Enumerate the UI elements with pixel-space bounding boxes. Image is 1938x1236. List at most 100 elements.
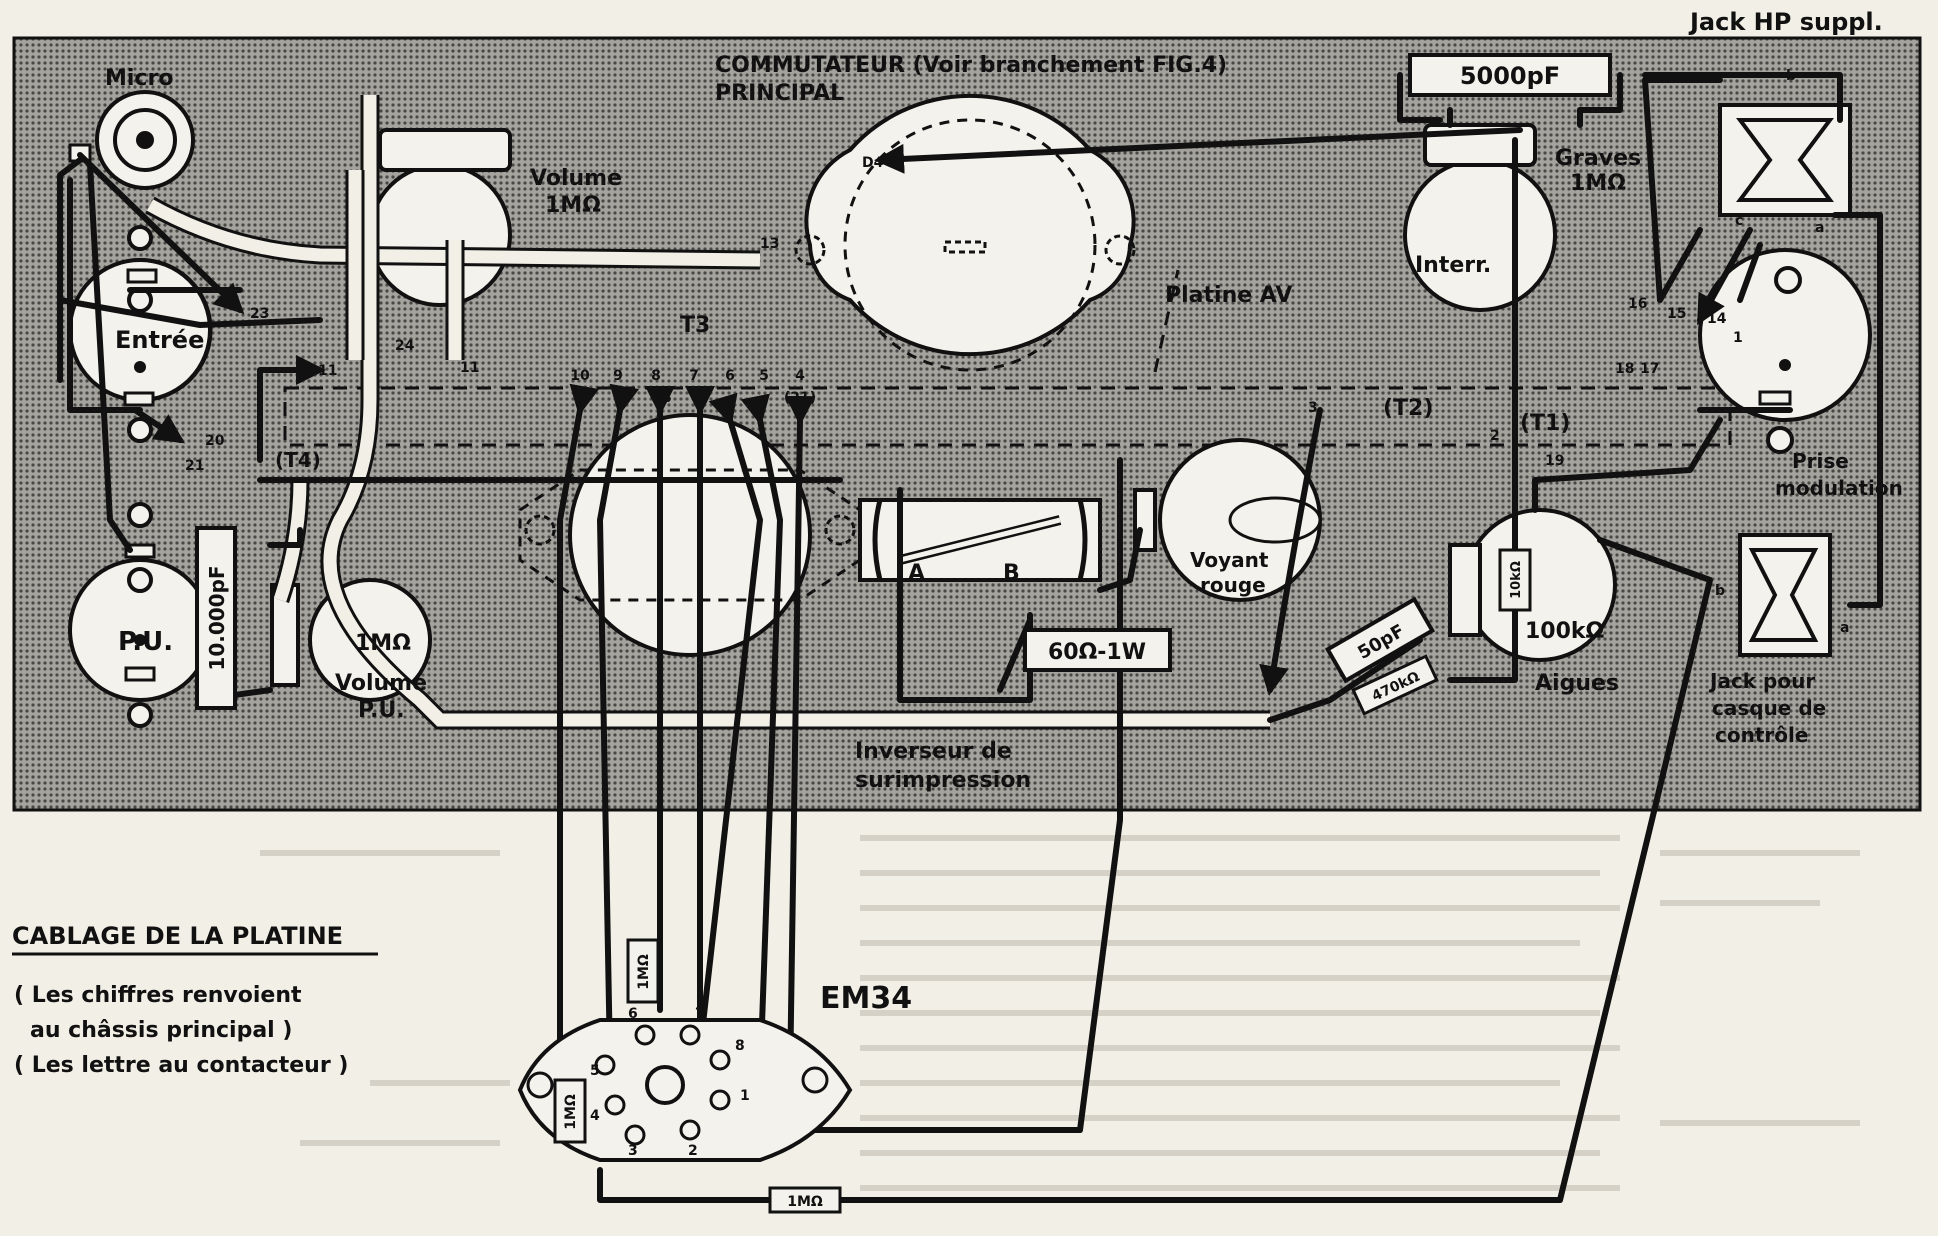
middle-terminals: 24 11 13 D4 <box>395 155 884 376</box>
cap-5000-label: 5000pF <box>1460 62 1560 90</box>
terminal-letter: b <box>1786 68 1796 84</box>
terminal-number: 18 <box>652 390 671 406</box>
graves-label-2: 1MΩ <box>1570 171 1626 196</box>
inverseur-label-2: surimpression <box>855 768 1031 793</box>
pin-number: 6 <box>628 1006 638 1022</box>
entree-label: Entrée <box>115 326 204 354</box>
res-10k-label: 10kΩ <box>1509 561 1524 599</box>
em34-resistor-top: 1MΩ <box>626 938 660 1004</box>
voyant-label-1: Voyant <box>1190 548 1269 572</box>
shielded-cables <box>145 95 1270 730</box>
pin-number: 2 <box>688 1143 698 1159</box>
commutateur-label-2: PRINCIPAL <box>715 81 844 106</box>
pu-label: P.U. <box>118 627 173 657</box>
interr-label: Interr. <box>1415 253 1491 278</box>
platine-av-label: Platine AV <box>1165 283 1292 308</box>
pin-number: 3 <box>628 1143 638 1159</box>
terminal-number: (21) <box>784 390 816 406</box>
t3-label: T3 <box>680 313 710 338</box>
pin-number: 4 <box>590 1108 600 1124</box>
t1-label: (T1) <box>1520 411 1570 436</box>
terminal-number: 15 <box>1667 306 1686 322</box>
terminal-number: 5 <box>759 368 769 384</box>
terminal-number: 17 <box>1640 361 1659 377</box>
terminal-number: 23 <box>250 306 269 322</box>
terminal-number: 20 <box>205 433 225 449</box>
pin-number: 1 <box>740 1088 750 1104</box>
terminal-number: 21 <box>185 458 204 474</box>
vol-pu-label-1: Volume <box>335 671 427 696</box>
graves-potentiometer <box>1403 123 1557 312</box>
volume-label-1: Volume <box>530 166 622 191</box>
entree-socket <box>68 225 213 443</box>
terminal-number: 11 <box>318 363 337 379</box>
terminal-number: 9 <box>613 368 623 384</box>
terminal-number: 1 <box>1733 330 1743 346</box>
pin-number: 8 <box>735 1038 745 1054</box>
res-1m-top-label: 1MΩ <box>636 954 652 990</box>
terminal-number: 8 <box>651 368 661 384</box>
terminal-letter: c <box>1735 213 1743 229</box>
em34-resistor-left: 1MΩ <box>553 1078 587 1144</box>
note-line-2: au châssis principal ) <box>30 1018 292 1043</box>
terminal-number: 18 <box>1615 361 1634 377</box>
jack-casque-label-3: contrôle <box>1715 723 1808 747</box>
terminal-number: 19 <box>1545 453 1564 469</box>
right-terminals: b c a 16 15 14 1 17 18 19 2 3 b a <box>1308 68 1849 636</box>
pin-number: 5 <box>590 1063 600 1079</box>
cap-10000-label: 10.000pF <box>205 565 229 670</box>
terminal-number: 13 <box>760 236 779 252</box>
jack-casque-label-2: casque de <box>1712 696 1826 720</box>
jack-hp-suppl <box>1718 103 1852 217</box>
aigues-value-label: 100kΩ <box>1525 619 1605 644</box>
em34-resistor-bottom: 1MΩ <box>768 1186 842 1214</box>
terminal-number: 16 <box>1628 296 1647 312</box>
commutateur-label-1: COMMUTATEUR (Voir branchement FIG.4) <box>715 53 1227 78</box>
t2-label: (T2) <box>1383 396 1433 421</box>
volume-potentiometer <box>368 128 512 307</box>
prise-label-2: modulation <box>1775 476 1903 500</box>
capacitor-5000pf: 5000pF <box>1397 53 1623 123</box>
inverseur-label-1: Inverseur de <box>855 739 1012 764</box>
aigues-potentiometer <box>1448 508 1617 662</box>
contact-b-label: B <box>1003 561 1020 586</box>
pin-number: 7 <box>695 1006 705 1022</box>
t3-terminal-strip: 10 9 8 7 6 5 4 18 (21) <box>570 368 816 406</box>
jack-hp-label: Jack HP suppl. <box>1688 8 1883 36</box>
platine-av-outline <box>283 386 1732 447</box>
capacitor-10000pf: 10.000pF <box>195 526 237 710</box>
terminal-number: 4 <box>795 368 805 384</box>
em34-label: EM34 <box>820 981 912 1016</box>
terminal-number: 11 <box>460 360 479 376</box>
em34-socket: EM34 <box>517 981 912 1162</box>
terminal-letter: b <box>1715 583 1725 599</box>
terminal-letter: a <box>1840 620 1849 636</box>
terminal-number: 10 <box>570 368 590 384</box>
voyant-label-2: rouge <box>1200 573 1266 597</box>
vol-pu-value-label: 1MΩ <box>355 631 411 656</box>
aigues-label: Aigues <box>1535 671 1619 696</box>
jack-casque-label-1: Jack pour <box>1708 669 1815 693</box>
background-page-text <box>260 835 1860 1191</box>
terminal-number: 14 <box>1707 311 1727 327</box>
platine-av-pointer <box>1153 269 1180 373</box>
resistor-470k: 470kΩ <box>1351 654 1439 716</box>
res-1m-left-label: 1MΩ <box>563 1094 579 1130</box>
left-terminals: 11 23 20 21 <box>185 306 337 474</box>
contact-a-label: A <box>908 561 925 586</box>
graves-label-1: Graves <box>1555 146 1641 171</box>
resistor-10k: 10kΩ <box>1498 548 1532 612</box>
volume-label-2: 1MΩ <box>545 193 601 218</box>
resistor-60ohm: 60Ω-1W <box>1023 628 1172 672</box>
terminal-number: 7 <box>689 368 699 384</box>
note-line-3: ( Les lettre au contacteur ) <box>14 1053 348 1078</box>
inverseur-surimpression <box>858 498 1102 582</box>
terminal-number: 24 <box>395 338 415 354</box>
t4-label: (T4) <box>275 448 321 472</box>
terminal-number: D4 <box>862 155 884 171</box>
terminal-number: 3 <box>1308 400 1318 416</box>
jack-casque <box>1738 533 1832 657</box>
note-line-1: ( Les chiffres renvoient <box>14 983 302 1008</box>
micro-label: Micro <box>105 66 173 91</box>
